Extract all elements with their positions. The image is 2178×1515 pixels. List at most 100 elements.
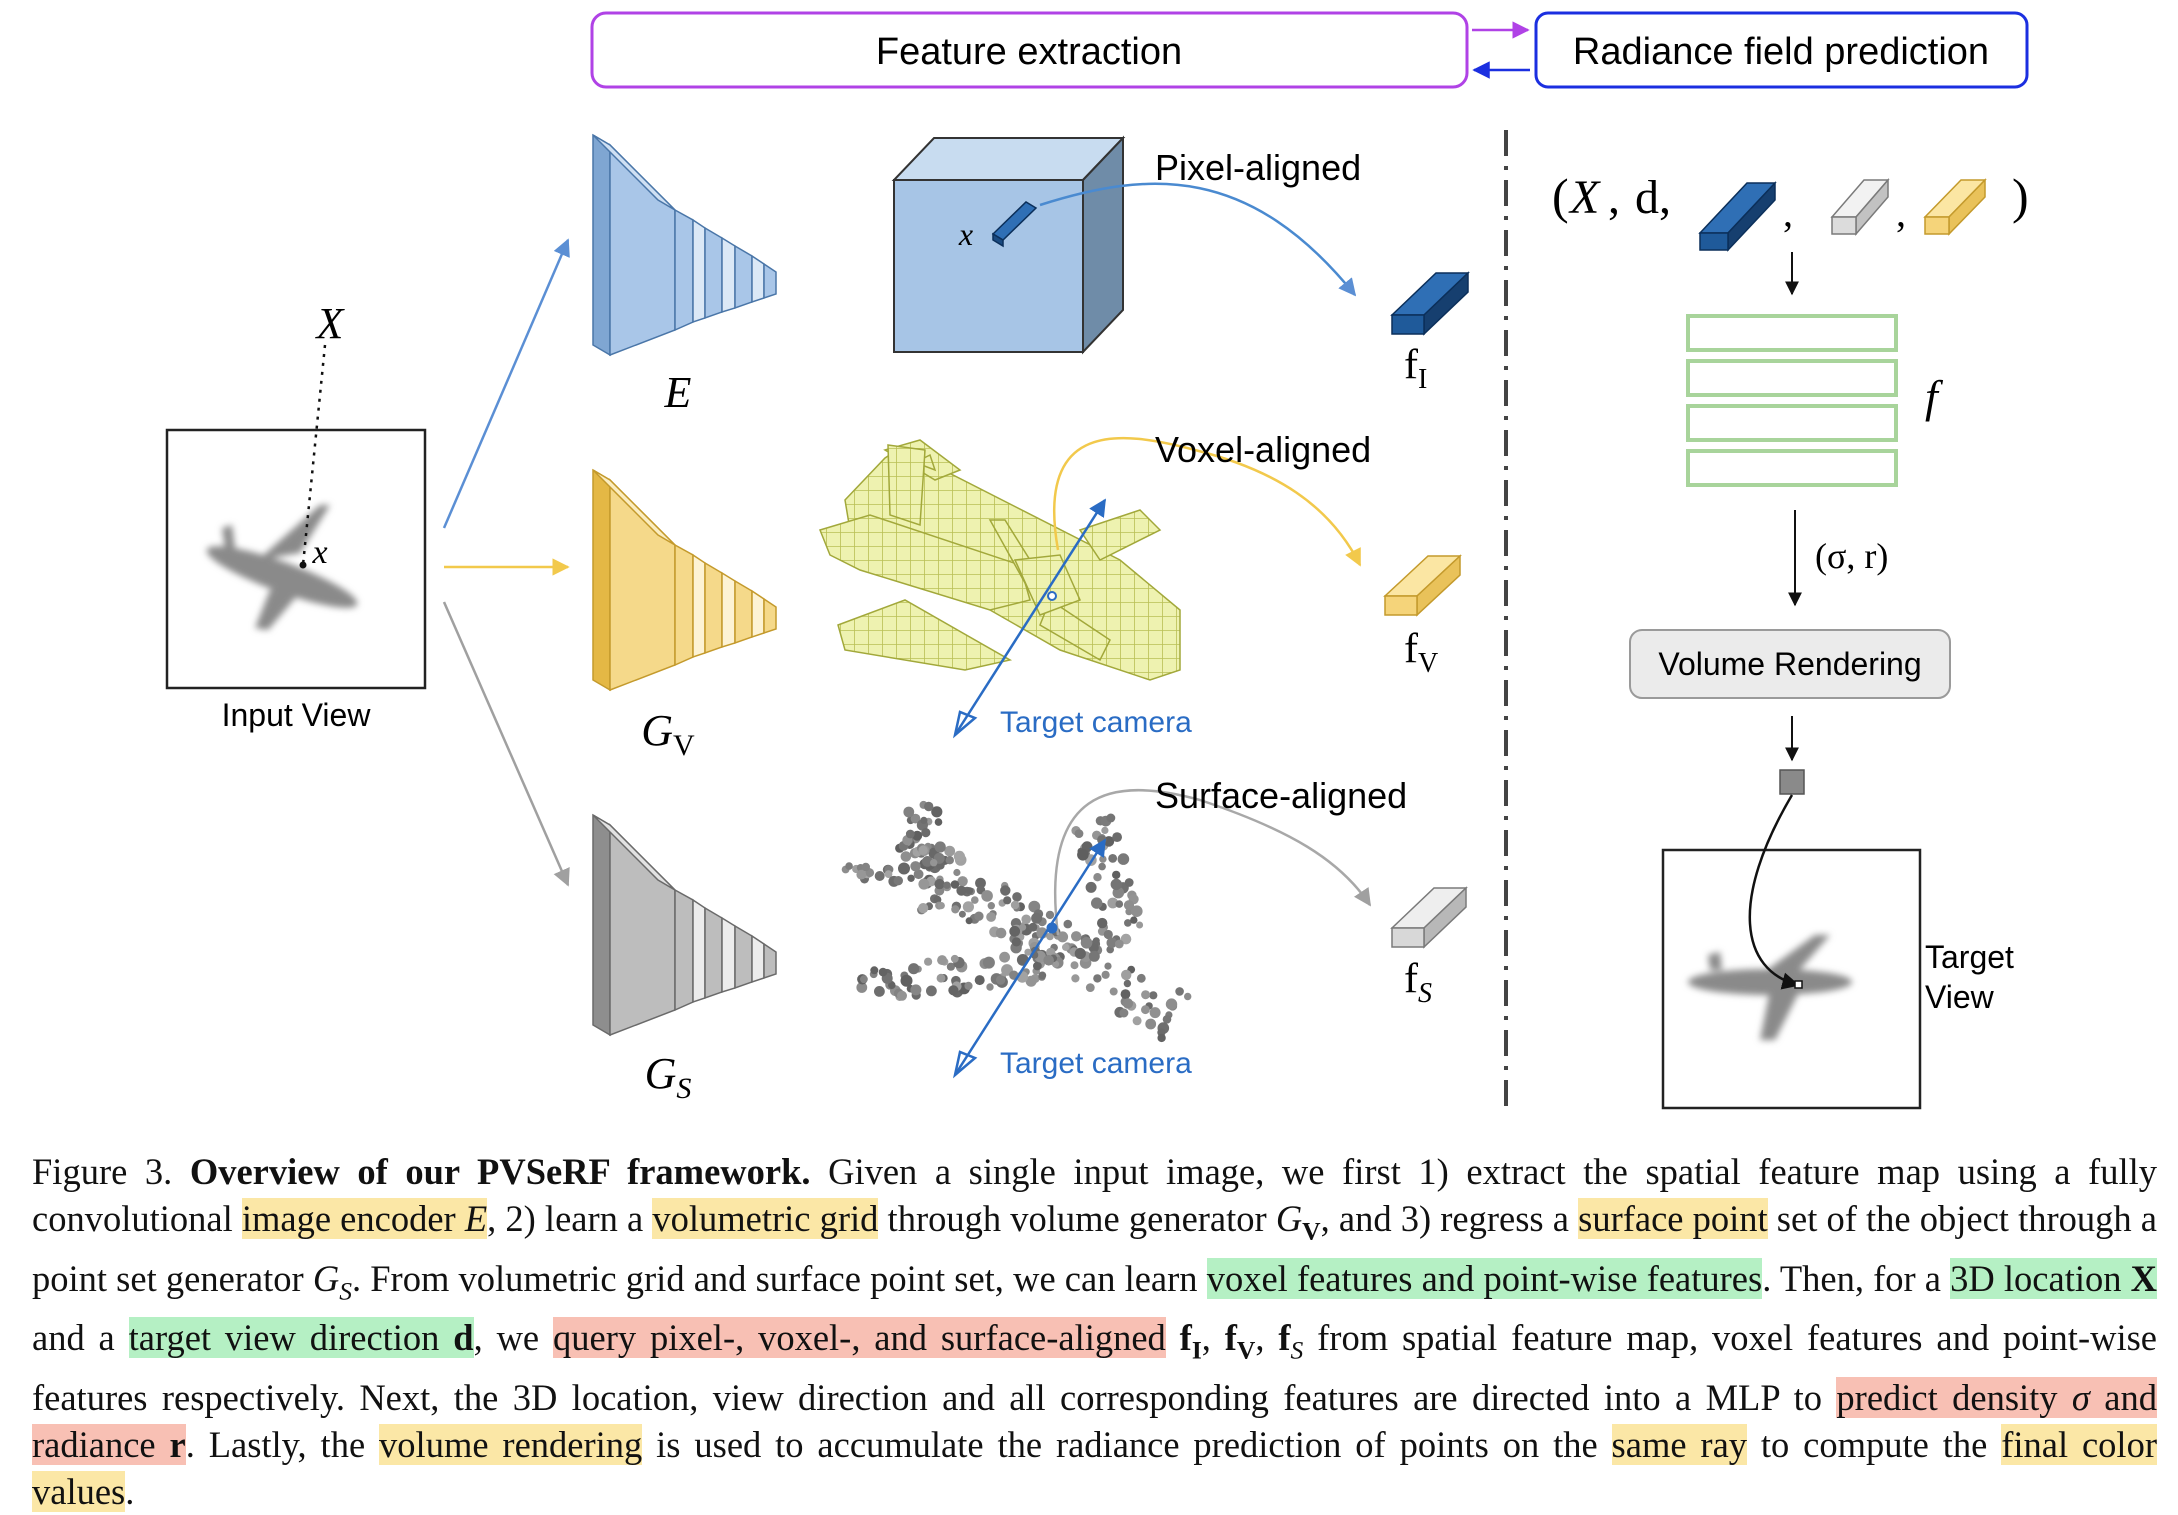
point-cloud-dot: [950, 954, 959, 963]
rendered-pixel: [1779, 769, 1805, 795]
caption-text-7: . Then, for a: [1762, 1257, 1951, 1299]
header-radiance-label: Radiance field prediction: [1573, 31, 1989, 73]
pixel-to-target-arrow: [1748, 794, 1800, 990]
point-cloud-dot: [948, 985, 959, 996]
caption-text-3: through volume generator: [878, 1198, 1276, 1240]
point-cloud-dot: [1112, 870, 1121, 880]
point-cloud-dot: [1149, 1007, 1161, 1019]
caption-hl6-text: target view direction: [128, 1317, 454, 1359]
point-cloud-dot: [1136, 921, 1144, 929]
point-cloud-dot: [860, 975, 868, 984]
caption-f2-sub: V: [1236, 1335, 1256, 1365]
point-cloud-dot: [1088, 950, 1100, 962]
voxel-generator-stack: [592, 468, 777, 692]
point-cloud-dot: [1136, 973, 1146, 983]
point-cloud-dot: [953, 850, 966, 863]
point-cloud-dot: [1145, 1018, 1157, 1030]
point-cloud-dot: [900, 974, 913, 987]
caption-text-6: . From volumetric grid and surface point…: [351, 1257, 1207, 1299]
caption-math-Gv-sub: V: [1302, 1216, 1321, 1246]
point-cloud-dot: [946, 962, 956, 971]
arrow-to-point-generator: [442, 601, 570, 887]
point-cloud-dot: [913, 869, 924, 880]
feature-fI-block: [1390, 271, 1470, 336]
voxel-generator-label: GV: [641, 706, 695, 762]
voxel-airplane: [818, 439, 1181, 681]
pixel-query-arrow: [1039, 182, 1357, 297]
point-cloud-dot: [1074, 829, 1084, 838]
point-cloud-dot: [1122, 998, 1134, 1009]
point-cloud-dot: [1009, 925, 1021, 937]
caption-highlight-3d-location: 3D location X: [1950, 1257, 2157, 1299]
voxel-generator-sub: V: [673, 729, 695, 762]
point-cloud-dot: [1130, 916, 1138, 924]
tuple-d: d,: [1635, 171, 1671, 224]
point-cloud-dot: [1162, 1015, 1172, 1024]
point-cloud-dot: [1028, 922, 1038, 932]
point-cloud-dot: [995, 927, 1007, 939]
point-cloud-dot: [1071, 974, 1080, 983]
tuple-comma-2: ,: [1896, 190, 1906, 235]
figure-caption: Figure 3. Overview of our PVSeRF framewo…: [32, 1148, 2157, 1515]
caption-math-Gs: G: [312, 1257, 340, 1299]
point-cloud-dot: [1062, 943, 1070, 951]
point-cloud-dot: [943, 881, 951, 889]
input-tuple: ( X , d, , , ): [1552, 168, 2029, 252]
point-cloud-dot: [934, 841, 946, 853]
caption-text-8: and a: [32, 1317, 129, 1359]
caption-math-Gv: G: [1275, 1198, 1303, 1240]
point-cloud-dot: [861, 862, 870, 872]
point-cloud-dot: [971, 896, 979, 904]
point-cloud-dot: [1010, 900, 1020, 910]
point-cloud-dot: [964, 981, 973, 991]
point-cloud-dot: [1114, 939, 1124, 949]
point-cloud-dot: [930, 859, 938, 867]
point-cloud-dot: [1141, 990, 1151, 1000]
point-generator-letter: G: [645, 1049, 677, 1098]
feature-fS-letter: f: [1404, 956, 1418, 1002]
input-view-label: Input View: [222, 697, 372, 733]
point-cloud-dot: [1157, 1033, 1166, 1043]
point-cloud-dot: [918, 878, 930, 890]
point-cloud-dot: [957, 876, 968, 887]
point-cloud-dot: [937, 902, 945, 910]
target-view: [1661, 794, 1922, 1110]
point-cloud-dot: [1031, 912, 1043, 924]
point-cloud-dot: [986, 912, 996, 922]
feature-fI-sub: I: [1418, 364, 1427, 395]
point-cloud-dot: [924, 801, 934, 812]
point-cloud-dot: [845, 862, 853, 870]
target-airplane: [1688, 935, 1852, 1040]
caption-hl8-text: predict density: [1836, 1376, 2072, 1418]
point-cloud-dot: [908, 963, 920, 975]
point-cloud-dot: [910, 861, 921, 872]
caption-text-12: . Lastly, the: [185, 1423, 380, 1465]
point-cloud-dot: [1106, 937, 1118, 948]
volume-rendering-box: Volume Rendering: [1629, 629, 1951, 699]
point-cloud-dot: [937, 955, 948, 966]
feature-fV-sub: V: [1418, 648, 1438, 679]
point-cloud-dot: [870, 966, 879, 975]
point-cloud-dot: [907, 874, 915, 882]
caption-highlight-voxel-point-features: voxel features and point-wise features: [1206, 1257, 1763, 1299]
caption-text-15: .: [125, 1471, 135, 1513]
cube-x-label: x: [958, 216, 973, 252]
point-cloud-dot: [1021, 914, 1031, 925]
point-cloud-dot: [1120, 933, 1132, 945]
point-cloud-dot: [951, 905, 960, 914]
point-generator-sub: S: [676, 1072, 691, 1105]
mlp-output-label: (σ, r): [1815, 536, 1888, 576]
point-cloud-dot: [965, 887, 974, 895]
voxel-generator-letter: G: [641, 706, 673, 755]
point-cloud-dot: [910, 984, 922, 996]
caption-f1-sub: I: [1191, 1335, 1202, 1365]
point-cloud-dot: [1091, 897, 1103, 909]
point-cloud-dot: [1045, 910, 1055, 920]
point-cloud-dot: [918, 845, 928, 855]
point-X-label: X: [315, 299, 346, 348]
point-cloud-dot: [1019, 923, 1027, 931]
point-cloud-dot: [1106, 813, 1116, 823]
point-cloud-dot: [1046, 932, 1054, 941]
caption-hl1-text: image encoder: [241, 1198, 465, 1240]
point-cloud-dot: [1080, 937, 1093, 949]
